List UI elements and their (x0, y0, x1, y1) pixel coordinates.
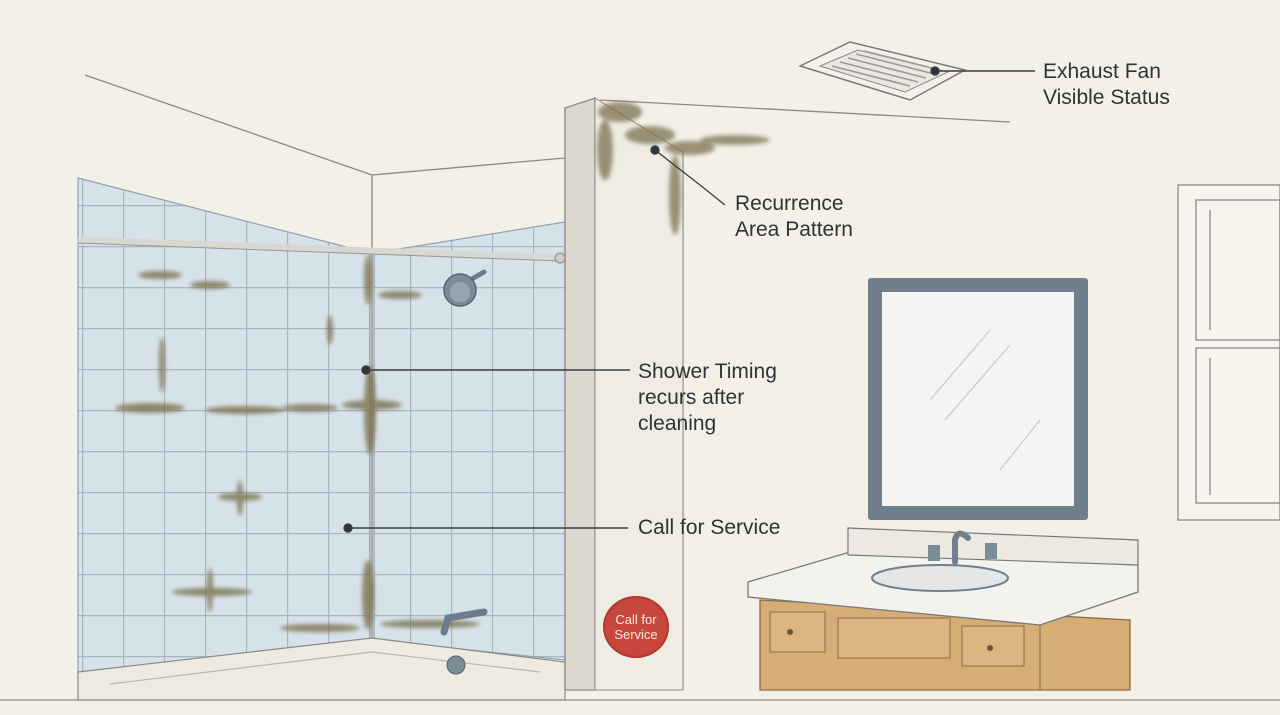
callout-leaders (343, 66, 1035, 533)
grout-mold (115, 255, 480, 632)
recurrence-marker-dot (650, 145, 660, 155)
call-for-service-button-line1: Call for (615, 612, 657, 627)
fan-marker-dot (930, 66, 940, 76)
call-for-service-button-line2: Service (614, 627, 658, 642)
call-for-service-label-text: Call for Service (638, 516, 781, 539)
mirror (868, 278, 1088, 520)
exhaust-fan-label-line1: Exhaust Fan (1043, 60, 1161, 83)
call-for-service-button[interactable]: Call for Service (603, 596, 669, 658)
exhaust-fan (797, 41, 968, 101)
exhaust-fan-label-line2: Visible Status (1043, 86, 1170, 109)
recurrence-label: Recurrence Area Pattern (735, 191, 853, 243)
shower-timing-label-line3: cleaning (638, 412, 717, 435)
partition-wall (564, 97, 684, 691)
call-for-service-label: Call for Service (638, 515, 780, 541)
shower-timing-label: Shower Timing recurs after cleaning (638, 359, 777, 437)
recurrence-label-line2: Area Pattern (735, 218, 853, 241)
vanity (747, 527, 1139, 691)
exhaust-fan-label: Exhaust Fan Visible Status (1043, 59, 1170, 111)
shower-marker-dot (361, 365, 371, 375)
service-marker-dot (343, 523, 353, 533)
shower-timing-label-line2: recurs after (638, 386, 745, 409)
recurrence-label-line1: Recurrence (735, 192, 844, 215)
shower-timing-label-line1: Shower Timing (638, 360, 777, 383)
shower-rod (77, 236, 566, 264)
window (1177, 184, 1280, 521)
showerhead (443, 269, 487, 307)
tub-faucet (440, 608, 488, 675)
ceiling-mold (597, 102, 770, 235)
